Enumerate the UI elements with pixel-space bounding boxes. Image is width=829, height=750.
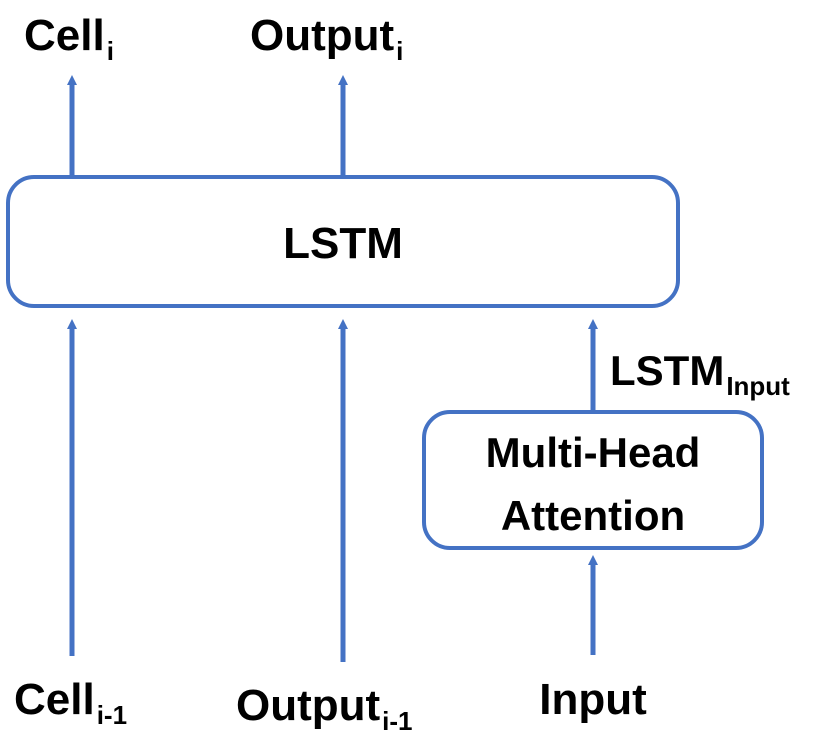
output-label: Outputi	[250, 11, 403, 66]
attention-label-line2: Attention	[501, 492, 685, 539]
cell-output-label: Celli	[24, 11, 114, 66]
cell-prev-label: Celli-1	[14, 675, 127, 730]
edges	[67, 75, 598, 662]
lstm-label: LSTM	[283, 219, 403, 268]
lstm-node: LSTM	[6, 175, 680, 308]
lstm-input-edge-label: LSTMInput	[610, 347, 790, 401]
attention-node: Multi-Head Attention	[422, 410, 764, 550]
output-prev-label: Outputi-1	[236, 681, 413, 736]
attention-box	[422, 410, 764, 550]
attention-label-line1: Multi-Head	[486, 429, 701, 476]
lstm-box	[6, 175, 680, 308]
input-label: Input	[539, 675, 647, 724]
